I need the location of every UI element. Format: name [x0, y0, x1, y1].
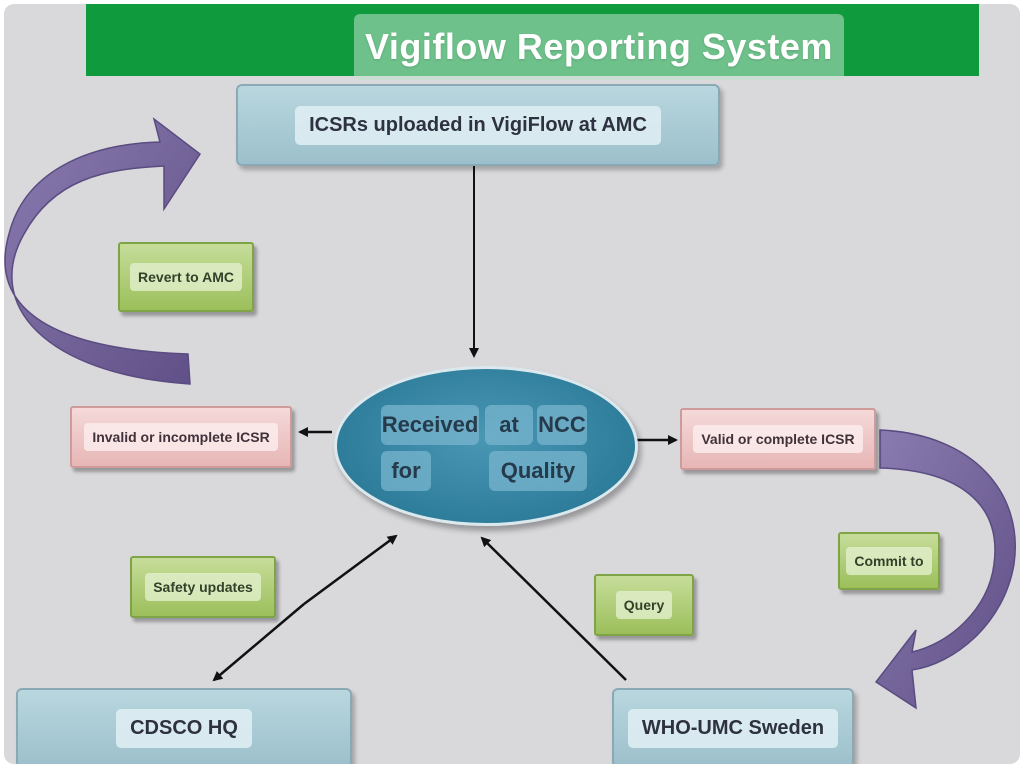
label-commit-to: Commit to	[838, 532, 940, 590]
label-revert-to-amc: Revert to AMC	[118, 242, 254, 312]
arrow-center-to-cdsco	[212, 603, 305, 682]
center-word-quality: Quality	[489, 451, 587, 491]
node-who-umc: WHO-UMC Sweden	[612, 688, 854, 764]
connector-layer	[4, 117, 1016, 710]
title-banner: Vigiflow Reporting System	[86, 4, 979, 80]
curved-arrow-commit	[874, 429, 1016, 710]
node-icsrs-uploaded-label: ICSRs uploaded in VigiFlow at AMC	[295, 105, 661, 145]
diagram-title: Vigiflow Reporting System	[354, 14, 844, 80]
node-icsrs-uploaded: ICSRs uploaded in VigiFlow at AMC	[236, 84, 720, 166]
label-safety-updates: Safety updates	[130, 556, 276, 618]
diagram-slide: Vigiflow Reporting System ICSRs uploade	[4, 4, 1020, 764]
label-query: Query	[594, 574, 694, 636]
center-word-for: for	[381, 451, 431, 491]
arrow-cdsco-to-center	[303, 534, 398, 606]
node-cdsco-hq: CDSCO HQ	[16, 688, 352, 764]
arrow-who-to-center	[480, 536, 627, 681]
node-valid-icsr: Valid or complete ICSR	[680, 408, 876, 470]
center-word-ncc: NCC	[537, 405, 587, 445]
center-word-at: at	[485, 405, 533, 445]
node-received-at-ncc: Received at NCC for Quality	[334, 366, 638, 526]
center-word-received: Received	[381, 405, 479, 445]
node-invalid-icsr: Invalid or incomplete ICSR	[70, 406, 292, 468]
curved-arrow-revert	[4, 117, 202, 385]
